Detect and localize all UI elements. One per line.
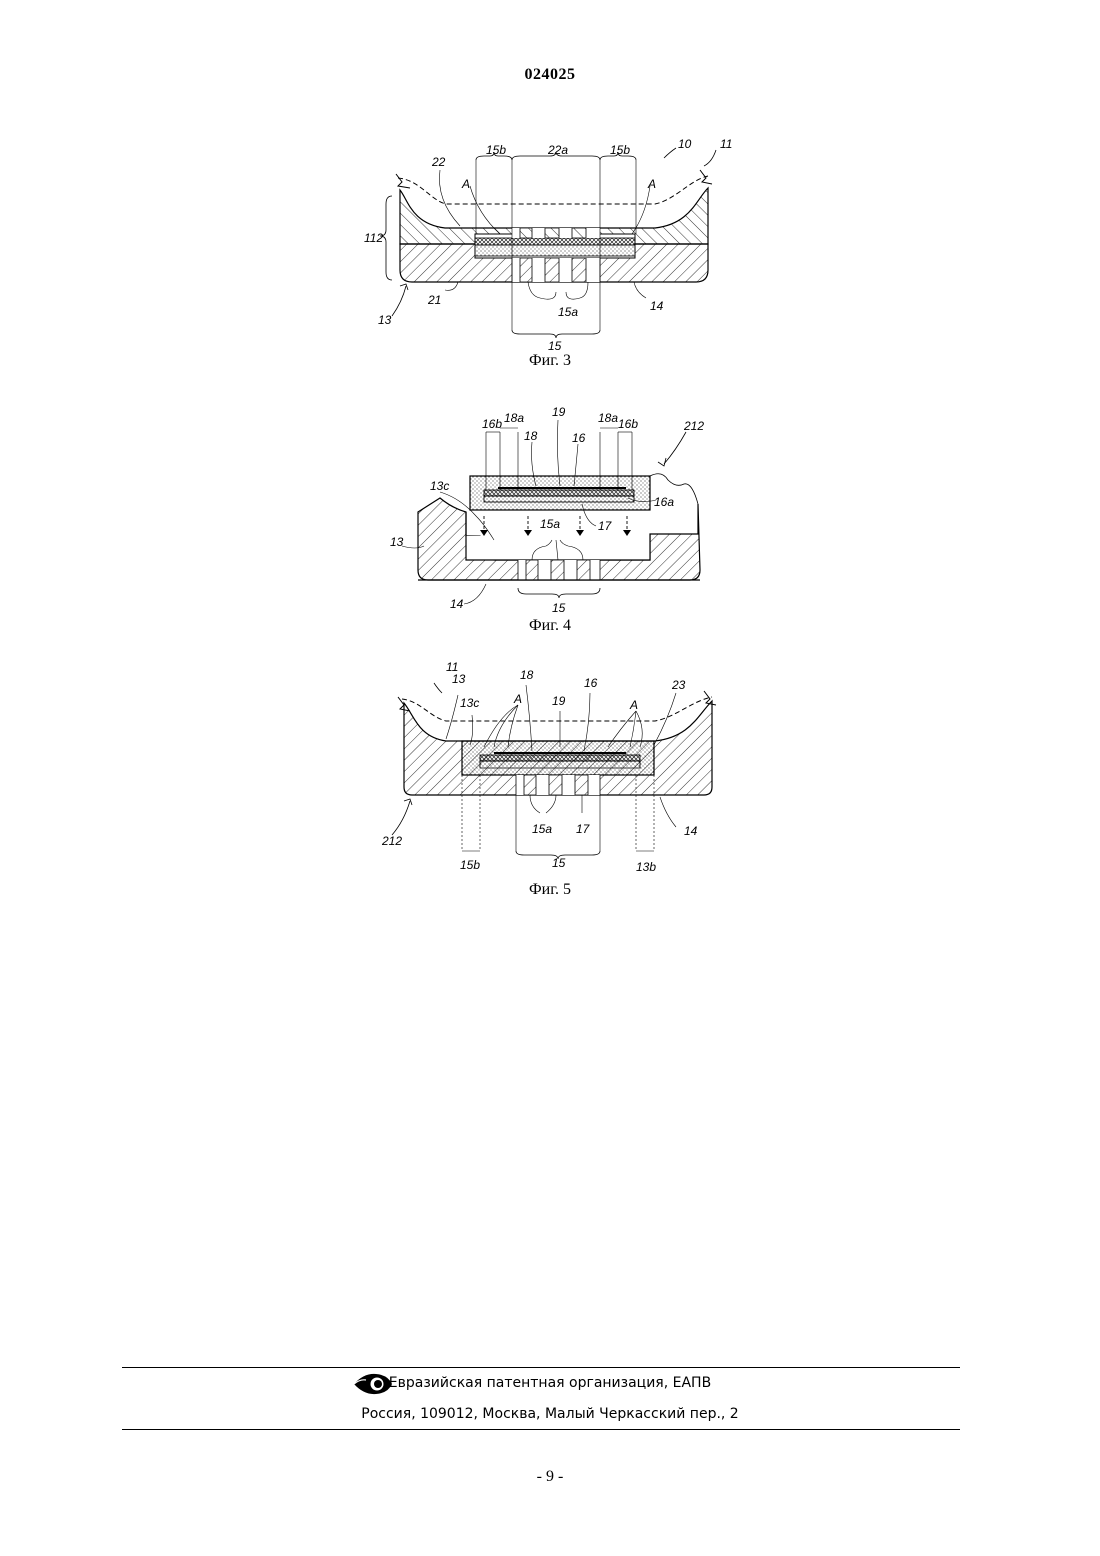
label-11: 11 [720,137,732,151]
label-13b: 13b [636,860,656,874]
label-18a-left: 18a [504,411,524,425]
label-a-right: A [647,177,656,191]
label-14: 14 [684,824,698,838]
label-a-left: A [513,692,522,706]
figure-4: 16b 18a 19 18a 16b 18 16 212 13c 16a 15a… [0,400,1100,640]
label-15b-left: 15b [486,143,506,157]
label-19: 19 [552,405,566,419]
label-17: 17 [576,822,591,836]
label-15a: 15a [540,517,560,531]
label-14: 14 [650,299,664,313]
figure-5: 11 13 18 16 23 13c A 19 A 15a 17 14 212 … [0,655,1100,905]
label-13: 13 [390,535,404,549]
figure-3-caption: Фиг. 3 [0,352,1100,370]
label-15b: 15b [460,858,480,872]
label-212: 212 [683,419,704,433]
label-16: 16 [584,676,598,690]
footer-bottom-rule [122,1429,960,1430]
label-15b-right: 15b [610,143,630,157]
footer-top-rule [122,1367,960,1368]
label-21: 21 [427,293,441,307]
label-18: 18 [524,429,538,443]
figure-4-drawing: 16b 18a 19 18a 16b 18 16 212 13c 16a 15a… [0,400,1100,640]
figure-3-drawing: 15b 22a 15b 10 11 22 A A 112 21 15a 14 1… [0,130,1100,380]
label-13c: 13c [430,479,449,493]
label-a-right: A [629,698,638,712]
figure-4-caption: Фиг. 4 [0,617,1100,635]
label-13: 13 [378,313,392,327]
label-22: 22 [431,155,446,169]
document-number: 024025 [0,66,1100,84]
label-15a: 15a [532,822,552,836]
figure-5-caption: Фиг. 5 [0,881,1100,899]
label-112: 112 [364,231,383,245]
label-14: 14 [450,597,464,611]
label-19: 19 [552,694,566,708]
figure-5-drawing: 11 13 18 16 23 13c A 19 A 15a 17 14 212 … [0,655,1100,905]
footer-organization: Евразийская патентная организация, ЕАПВ [0,1375,1100,1391]
label-22a: 22a [547,143,568,157]
label-18: 18 [520,668,534,682]
label-17: 17 [598,519,613,533]
label-15a: 15a [558,305,578,319]
label-13: 13 [452,672,466,686]
label-10: 10 [678,137,692,151]
label-16a: 16a [654,495,674,509]
label-23: 23 [671,678,686,692]
label-13c: 13c [460,696,479,710]
label-15: 15 [548,339,562,353]
label-18a-right: 18a [598,411,618,425]
label-16: 16 [572,431,586,445]
figure-3: 15b 22a 15b 10 11 22 A A 112 21 15a 14 1… [0,130,1100,380]
label-15: 15 [552,856,566,870]
page-number: - 9 - [0,1468,1100,1486]
label-16b-left: 16b [482,417,502,431]
label-15: 15 [552,601,566,615]
label-a-left: A [461,177,470,191]
footer-address: Россия, 109012, Москва, Малый Черкасский… [0,1406,1100,1422]
label-212: 212 [381,834,402,848]
label-16b-right: 16b [618,417,638,431]
